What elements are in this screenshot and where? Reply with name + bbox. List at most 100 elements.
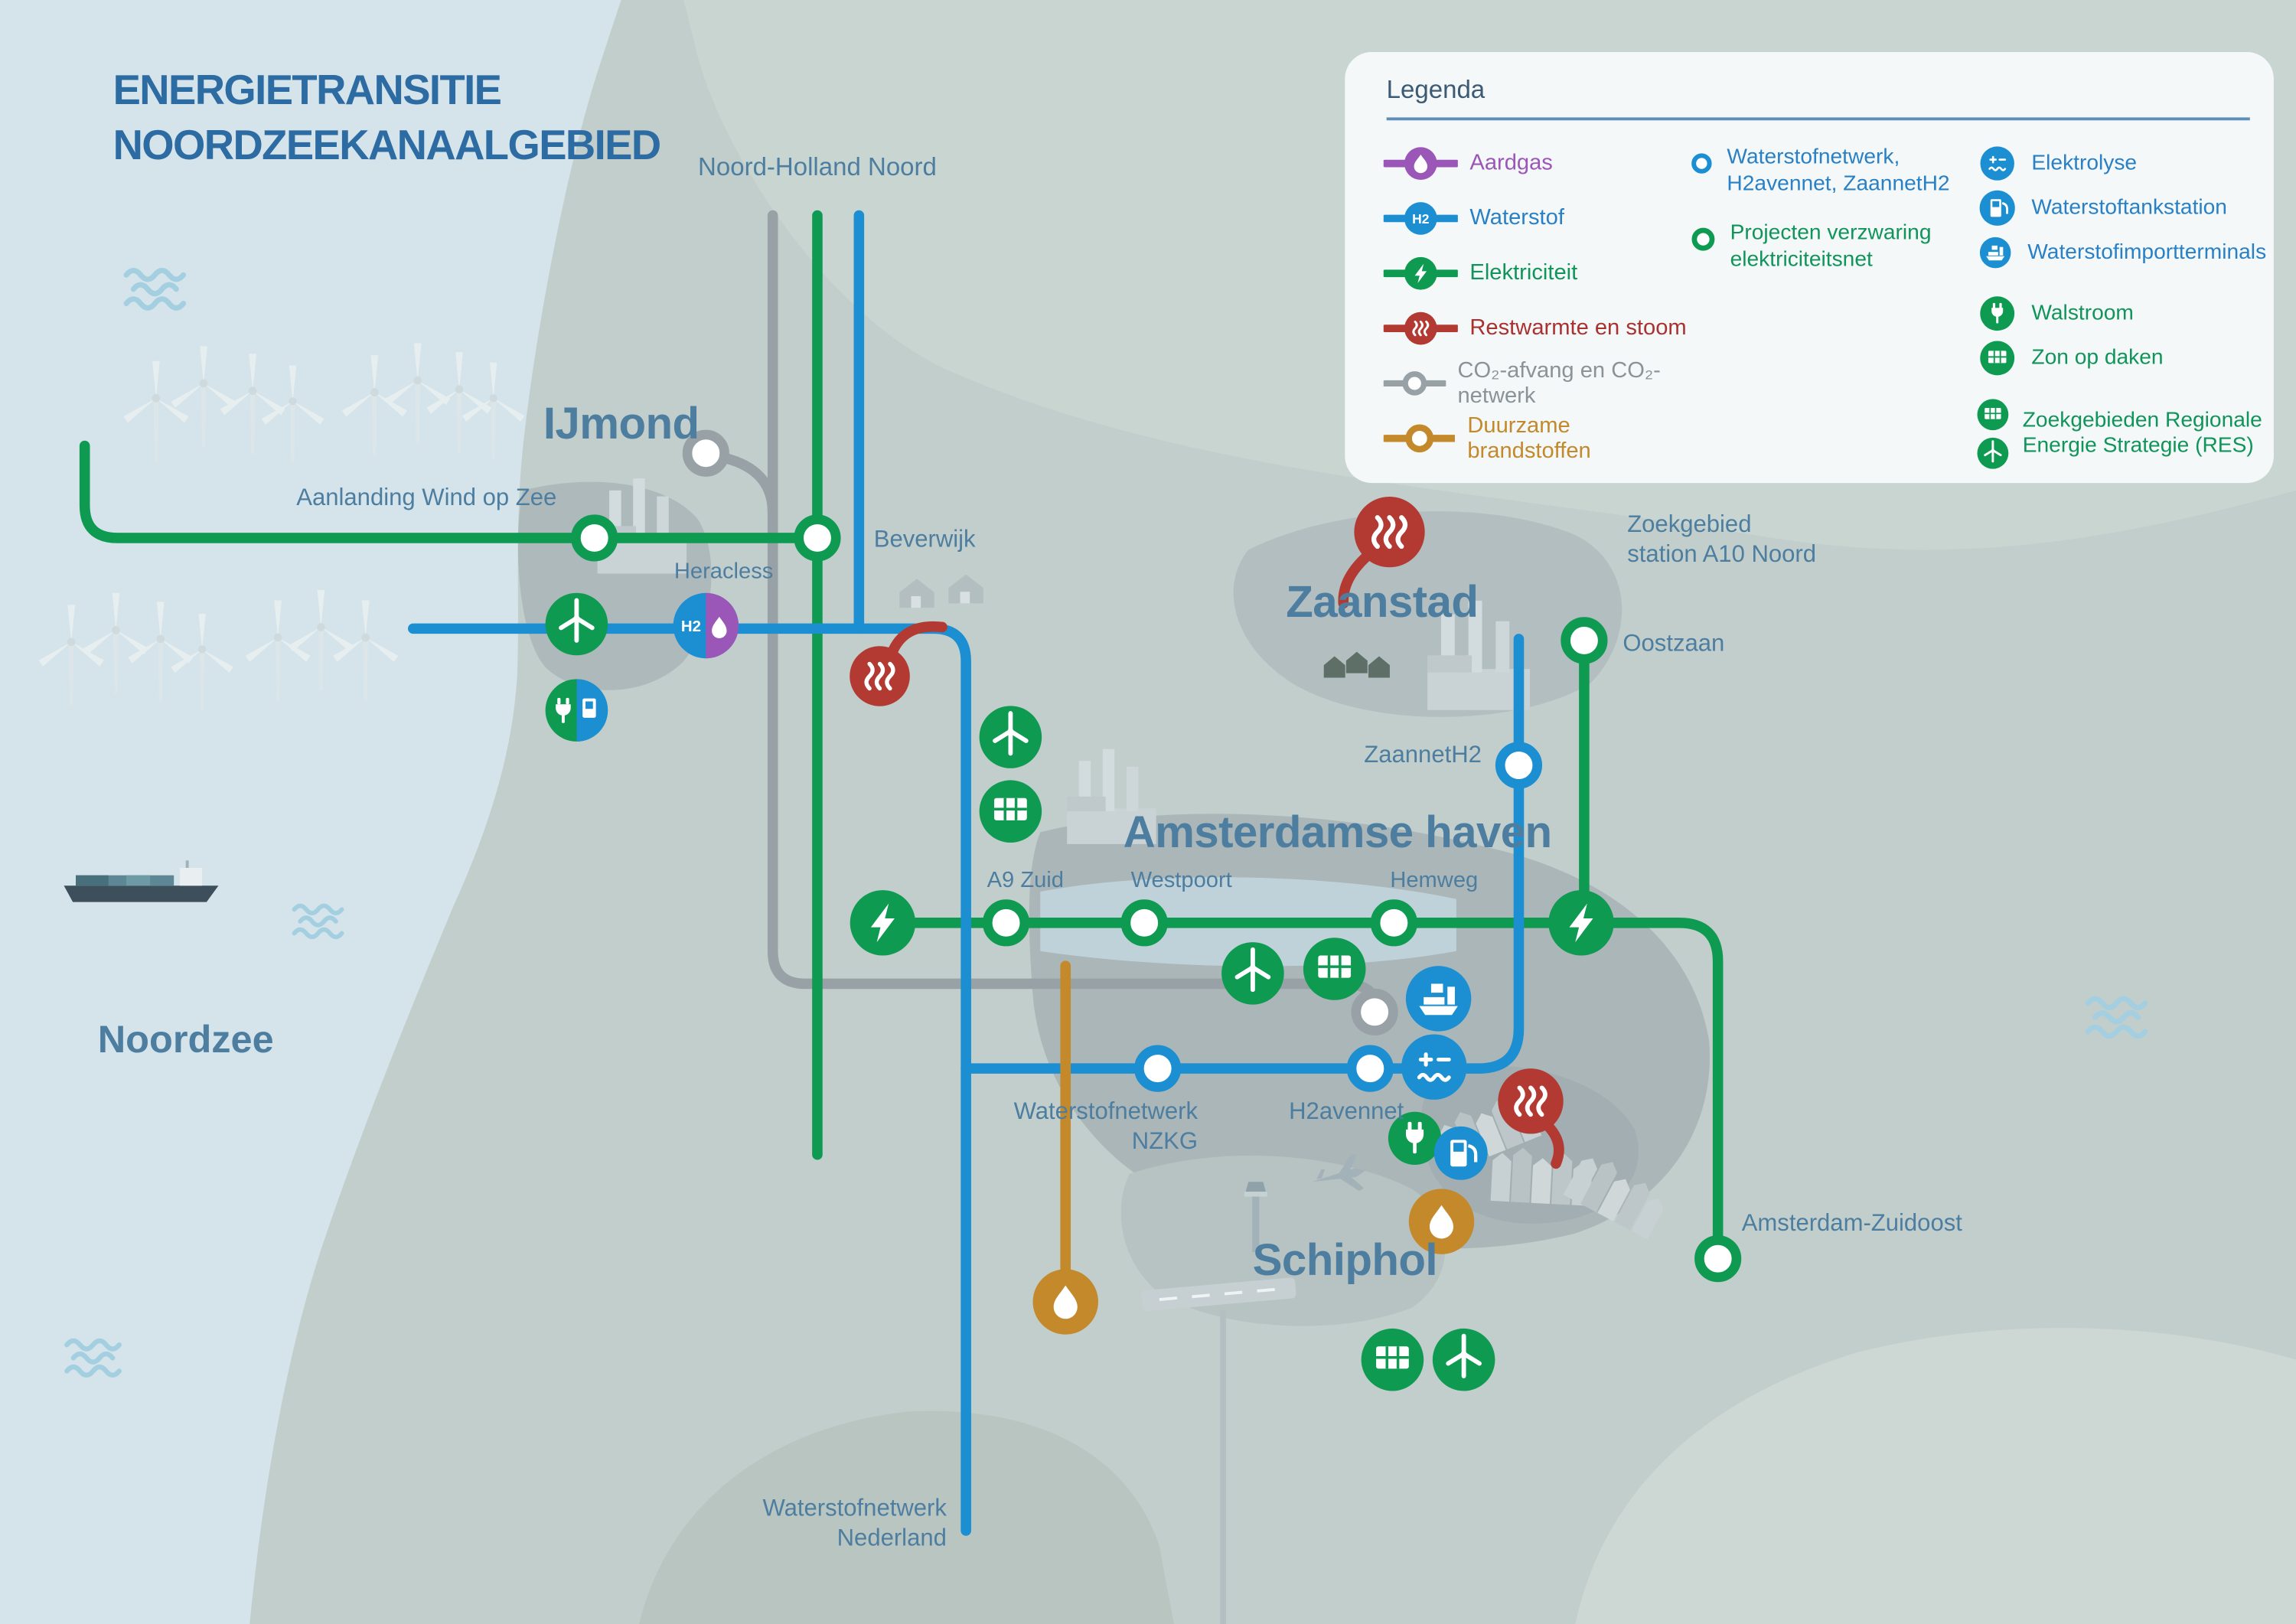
- legend-point-items: Elektrolyse Waterstoftankstation Waterst…: [1975, 141, 2267, 471]
- map-label-ijmond: IJmond: [543, 399, 700, 448]
- h2-glyph: H2: [681, 618, 701, 635]
- map-label-noord-holland-noord: Noord-Holland Noord: [698, 152, 937, 181]
- node-hemweg: [1370, 899, 1417, 947]
- steam-icon: [1383, 310, 1458, 345]
- legend-item-verzwaring-net: Projecten verzwaring elektriciteitsnet: [1690, 220, 1975, 273]
- droplet-icon: [1032, 1269, 1098, 1335]
- legend-item-restwarmte: Restwarmte en stoom: [1383, 300, 1693, 355]
- legend-label-duurzame-brandstoffen: Duurzame brandstoffen: [1467, 412, 1591, 463]
- wind-turbine-icon: [546, 593, 608, 656]
- legend-item-walstroom: Walstroom: [1975, 292, 2267, 336]
- gas-flame-icon: [1383, 146, 1458, 179]
- network-nodes: [571, 429, 1742, 1283]
- legend-item-waterstofnetwerk: Waterstofnetwerk, H2avennet, ZaannetH2: [1690, 144, 1975, 197]
- h2-badge-icon: H2: [1383, 201, 1458, 234]
- legend-label-verzwaring-net: Projecten verzwaring elektriciteitsnet: [1730, 221, 1932, 272]
- legend-item-aardgas: Aardgas: [1383, 135, 1693, 191]
- map-label-waterstofnetwerk-nzkg-line1: Waterstofnetwerk: [1014, 1097, 1199, 1124]
- legend-label-waterstoftankstation: Waterstoftankstation: [2031, 195, 2227, 220]
- legend-divider: [1386, 117, 2250, 120]
- electricity-line-amsterdam: [877, 918, 1724, 1264]
- buildings: [597, 478, 1672, 1624]
- legend-panel: Legenda Aardgas H2 Waterstof Elektricite…: [1345, 51, 2274, 484]
- open-ring-icon: [1691, 153, 1712, 174]
- steam-icon: [1498, 1068, 1563, 1133]
- wind-turbine-icon: [980, 706, 1042, 768]
- open-node-icon: [1383, 370, 1446, 395]
- node-westpoort: [1120, 899, 1168, 947]
- steam-icon: [1354, 497, 1424, 567]
- map-labels: Noord-Holland Noord IJmond Aanlanding Wi…: [98, 152, 1963, 1551]
- node-a9-zuid: [982, 899, 1030, 947]
- legend-item-waterstof: H2 Waterstof: [1383, 191, 1693, 246]
- legend-label-elektriciteit: Elektriciteit: [1469, 259, 1578, 285]
- node-zaannet-h2: [1495, 742, 1543, 789]
- hydrogen-fuel-pump-icon: [1978, 189, 2017, 227]
- rooftop-solar-icon: [1359, 1327, 1425, 1393]
- rooftop-solar-icon: [1979, 340, 2016, 377]
- node-beverwijk: [794, 514, 841, 562]
- legend-label-aardgas: Aardgas: [1469, 150, 1553, 176]
- hydrogen-import-ship-icon: [1979, 236, 2011, 269]
- legend-item-waterstofimportterminals: Waterstofimportterminals: [1975, 230, 2266, 275]
- legend-label-zon-op-daken: Zon op daken: [2031, 345, 2164, 370]
- heat-line-zaanstad: [1338, 552, 1371, 609]
- electricity-line-wind-op-zee: [79, 440, 823, 543]
- shore-power-and-charging-icon: [545, 679, 608, 742]
- map-label-a9-zuid: A9 Zuid: [987, 868, 1064, 892]
- legend-item-waterstoftankstation: Waterstoftankstation: [1975, 186, 2267, 230]
- map-label-hemweg: Hemweg: [1390, 868, 1478, 892]
- rooftop-solar-icon: [977, 778, 1043, 844]
- map-label-h2avennet: H2avennet: [1289, 1097, 1404, 1124]
- map-icons: H2: [546, 497, 1614, 1391]
- map-label-waterstofnetwerk-nzkg-line2: NZKG: [1132, 1127, 1198, 1154]
- svg-text:H2: H2: [1412, 210, 1430, 226]
- map-label-heracless: Heracless: [674, 559, 773, 583]
- node-co2-haven: [1351, 988, 1398, 1035]
- legend-item-elektrolyse: Elektrolyse: [1975, 141, 2267, 185]
- map-label-zoekgebied-a10-line1: Zoekgebied: [1627, 510, 1751, 537]
- open-node-icon: [1383, 423, 1456, 452]
- map-label-oostzaan: Oostzaan: [1623, 629, 1724, 656]
- legend-network-items: Waterstofnetwerk, H2avennet, ZaannetH2 P…: [1690, 144, 1975, 295]
- map-label-schiphol: Schiphol: [1253, 1235, 1437, 1285]
- node-aanlanding-wind: [571, 514, 618, 562]
- map-label-zoekgebied-a10-line2: station A10 Noord: [1627, 540, 1816, 567]
- hydrogen-line-h2avennet: [960, 634, 1525, 1074]
- legend-label-walstroom: Walstroom: [2031, 301, 2134, 325]
- legend-title: Legenda: [1386, 76, 1486, 104]
- map-label-zaanstad: Zaanstad: [1286, 577, 1478, 627]
- legend-label-zoekgebieden-res: Zoekgebieden Regionale Energie Strategie…: [2022, 408, 2262, 458]
- wind-turbine-icon: [1433, 1329, 1495, 1391]
- lightning-icon: [850, 890, 916, 956]
- wind-turbine-icon: [1221, 942, 1284, 1005]
- map-label-amsterdam-zuidoost: Amsterdam-Zuidoost: [1742, 1209, 1963, 1236]
- wind-turbine-icon: [1976, 436, 2010, 471]
- legend-item-zoekgebieden-res: Zoekgebieden Regionale Energie Strategie…: [1975, 396, 2267, 471]
- map-label-waterstofnetwerk-nederland-line1: Waterstofnetwerk: [762, 1495, 947, 1521]
- lightning-icon: [1548, 890, 1614, 956]
- page-title-line1: ENERGIETRANSITIE: [113, 67, 502, 113]
- heat-line-amsterdam: [1541, 1120, 1564, 1169]
- legend-label-restwarmte: Restwarmte en stoom: [1469, 315, 1687, 341]
- map-label-waterstofnetwerk-nederland-line2: Nederland: [837, 1524, 947, 1551]
- rooftop-solar-icon: [1976, 398, 2010, 432]
- node-amsterdam-zuidoost: [1694, 1235, 1742, 1283]
- map-label-noordzee: Noordzee: [98, 1017, 274, 1061]
- map-label-aanlanding-wind-op-zee: Aanlanding Wind op Zee: [296, 484, 556, 510]
- legend-label-waterstofnetwerk: Waterstofnetwerk, H2avennet, ZaannetH2: [1727, 145, 1950, 197]
- lightning-icon: [1383, 256, 1458, 289]
- rooftop-solar-icon: [1302, 936, 1368, 1002]
- open-ring-icon: [1691, 227, 1715, 251]
- co2-network-spur: [718, 452, 778, 518]
- legend-item-elektriciteit: Elektriciteit: [1383, 245, 1693, 300]
- hydrogen-fuel-pump-icon: [1434, 1127, 1488, 1180]
- legend-item-co2: CO₂-afvang en CO₂-netwerk: [1383, 355, 1693, 410]
- page-title: ENERGIETRANSITIE NOORDZEEKANAALGEBIED: [113, 63, 662, 173]
- electrolysis-icon: [1979, 145, 2016, 182]
- map-label-amsterdamse-haven: Amsterdamse haven: [1124, 807, 1552, 857]
- legend-label-waterstof: Waterstof: [1469, 204, 1564, 230]
- heat-line-beverwijk: [886, 621, 947, 660]
- page-title-line2: NOORDZEEKANAALGEBIED: [113, 122, 662, 168]
